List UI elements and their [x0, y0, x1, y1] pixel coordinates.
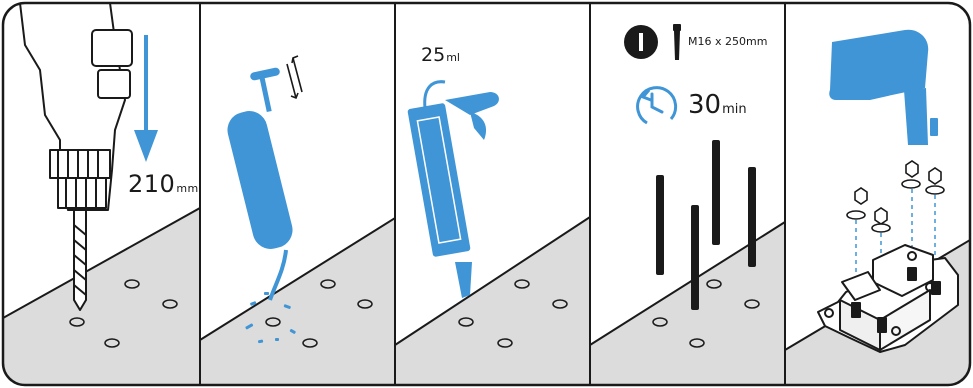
- resin-amount-value: 25: [421, 44, 446, 66]
- bolt-spec-label: M16 x 250mm: [688, 35, 768, 48]
- cure-time-unit: min: [722, 102, 747, 117]
- resin-amount-unit: ml: [446, 51, 460, 64]
- bolt-icon: [673, 24, 681, 60]
- threaded-rod-icon: [656, 140, 756, 310]
- clock-icon: [636, 86, 678, 125]
- holes-panel-2: [265, 279, 373, 348]
- drill-icon: [19, 3, 133, 311]
- drill-depth-value: 210: [128, 170, 176, 198]
- impact-wrench-icon: [829, 29, 938, 145]
- resin-amount-label: 25ml: [421, 46, 460, 65]
- holes-panel-4: [652, 279, 760, 348]
- drill-depth-unit: mm: [176, 182, 199, 195]
- holes-panel-3: [458, 279, 568, 348]
- bracket-icon: [817, 244, 959, 353]
- pump-arrows: [286, 55, 303, 100]
- count-badge-label: I: [636, 34, 640, 49]
- cure-time-label: 30min: [688, 92, 747, 118]
- count-badge: [624, 25, 658, 59]
- nuts-and-washers: [846, 160, 945, 233]
- panel-dividers: [199, 3, 786, 385]
- dust-particles: [245, 292, 296, 344]
- down-arrow: [134, 35, 158, 162]
- floor-panel-3: [394, 215, 591, 385]
- drill-depth-label: 210mm: [128, 172, 199, 196]
- cure-time-value: 30: [688, 90, 722, 120]
- floor-panel-2: [199, 216, 396, 385]
- floor-panel-1: [3, 206, 201, 385]
- resin-gun-icon: [407, 80, 499, 298]
- blow-pump-icon: [227, 67, 293, 301]
- holes-panel-1: [69, 279, 178, 348]
